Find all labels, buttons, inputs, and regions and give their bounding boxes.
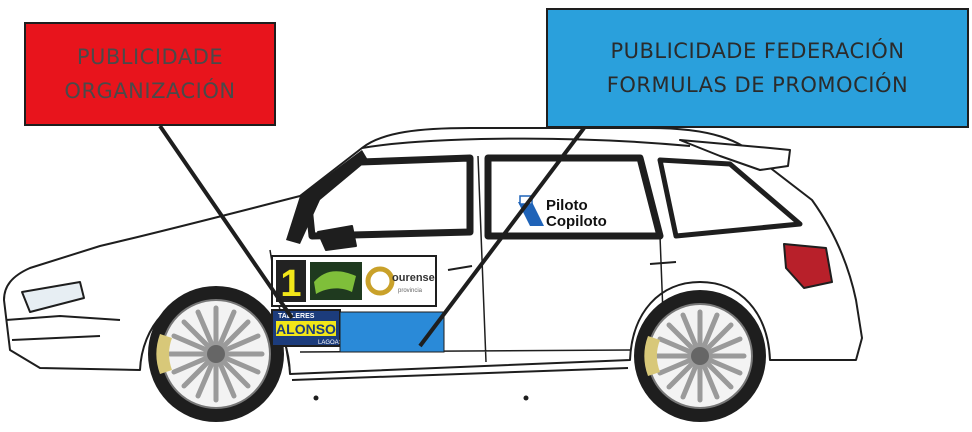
- driver-name: Piloto: [546, 197, 588, 214]
- rear-wheel: [634, 290, 766, 422]
- quarter-window: [657, 157, 803, 239]
- alonso-label: ALONSO: [276, 321, 336, 337]
- front-bumper: [5, 315, 121, 341]
- ourense-logo-subtext: provincia: [398, 288, 423, 294]
- door-handle-front: [447, 265, 473, 271]
- ourense-logo-text: ourense: [392, 272, 435, 284]
- brake-caliper: [156, 334, 172, 374]
- organization-sticker-panel: 1 ourense provincia: [271, 255, 437, 307]
- codriver-name: Copiloto: [546, 213, 607, 230]
- side-skirt: [291, 367, 629, 381]
- race-number-plate: [276, 260, 306, 302]
- race-number: 1: [280, 263, 301, 305]
- side-mirror: [317, 225, 357, 251]
- organization-advertising-callout: PUBLICIDADE ORGANIZACIÓN: [24, 22, 276, 126]
- a-pillar: [286, 150, 368, 244]
- tail-light: [783, 243, 833, 289]
- headlight: [21, 281, 85, 313]
- federation-promo-panel: [339, 311, 445, 353]
- lagoas-label: LAGOAS: [318, 340, 343, 346]
- front-wheel: [148, 286, 284, 422]
- organization-callout-line2: ORGANIZACIÓN: [64, 79, 236, 103]
- sill-dot: [313, 395, 319, 401]
- organization-leader-line: [158, 124, 294, 320]
- federation-advertising-callout: PUBLICIDADE FEDERACIÓN FORMULAS DE PROMO…: [546, 8, 969, 128]
- sill-dot: [523, 395, 529, 401]
- talleres-label: TALLERES: [278, 313, 315, 320]
- front-window: [304, 154, 474, 240]
- federation-leader-line: [418, 126, 586, 348]
- rally-logo-mark: [314, 271, 356, 294]
- federation-callout-line2: FORMULAS DE PROMOCIÓN: [606, 73, 909, 97]
- federation-callout-line1: PUBLICIDADE FEDERACIÓN: [610, 39, 905, 63]
- rear-spoiler: [679, 139, 791, 171]
- door-handle-rear: [649, 261, 677, 265]
- brake-caliper: [644, 336, 660, 376]
- organization-callout-line1: PUBLICIDADE: [76, 45, 224, 69]
- roof-line: [361, 137, 691, 149]
- talleres-alonso-sticker: TALLERES ALONSO LAGOAS: [271, 309, 343, 347]
- ourense-logo-icon: [365, 266, 395, 296]
